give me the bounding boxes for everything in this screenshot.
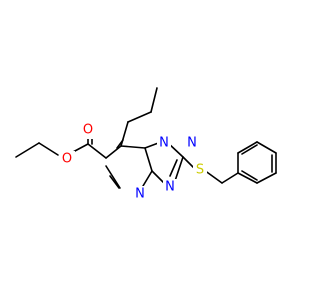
bond bbox=[151, 170, 165, 184]
label-background bbox=[193, 162, 207, 178]
label-background bbox=[163, 179, 177, 195]
nitrogen-atom-n2: N bbox=[187, 136, 197, 151]
sulfur-atom: S bbox=[196, 163, 204, 178]
bond bbox=[241, 144, 258, 155]
nitrogen-atom-n1: N bbox=[159, 136, 169, 151]
bond bbox=[221, 172, 239, 184]
bond bbox=[256, 141, 277, 154]
oxygen-atom-ester: O bbox=[62, 152, 72, 167]
bond bbox=[127, 111, 152, 123]
nitrogen-atom-pyrimidine: N bbox=[135, 187, 145, 202]
bond bbox=[105, 145, 122, 159]
bond bbox=[72, 143, 89, 153]
bond bbox=[144, 147, 153, 172]
bond bbox=[87, 143, 107, 159]
bond bbox=[15, 142, 40, 158]
bond-lines bbox=[15, 87, 277, 192]
oxygen-atom-carbonyl: O bbox=[83, 123, 93, 138]
bond bbox=[120, 145, 146, 149]
nitrogen-atom-n3: N bbox=[165, 180, 175, 195]
atom-labels: O O N N N N S bbox=[61, 123, 207, 202]
bond bbox=[237, 172, 258, 184]
label-background bbox=[185, 136, 199, 152]
bond bbox=[109, 175, 120, 189]
bond bbox=[256, 172, 277, 184]
bond bbox=[237, 141, 258, 154]
molecule-structure: O O N N N N S bbox=[15, 87, 277, 202]
bond bbox=[174, 156, 184, 182]
bond bbox=[120, 121, 129, 147]
label-background bbox=[61, 151, 75, 167]
bond bbox=[150, 87, 158, 113]
bond bbox=[241, 170, 258, 181]
label-background bbox=[81, 123, 95, 139]
label-background bbox=[133, 186, 147, 202]
label-background bbox=[157, 136, 171, 152]
bond bbox=[169, 159, 178, 177]
bond bbox=[105, 165, 121, 189]
molecule-diagram: O O N N N N S bbox=[15, 87, 277, 202]
bond bbox=[38, 142, 59, 156]
